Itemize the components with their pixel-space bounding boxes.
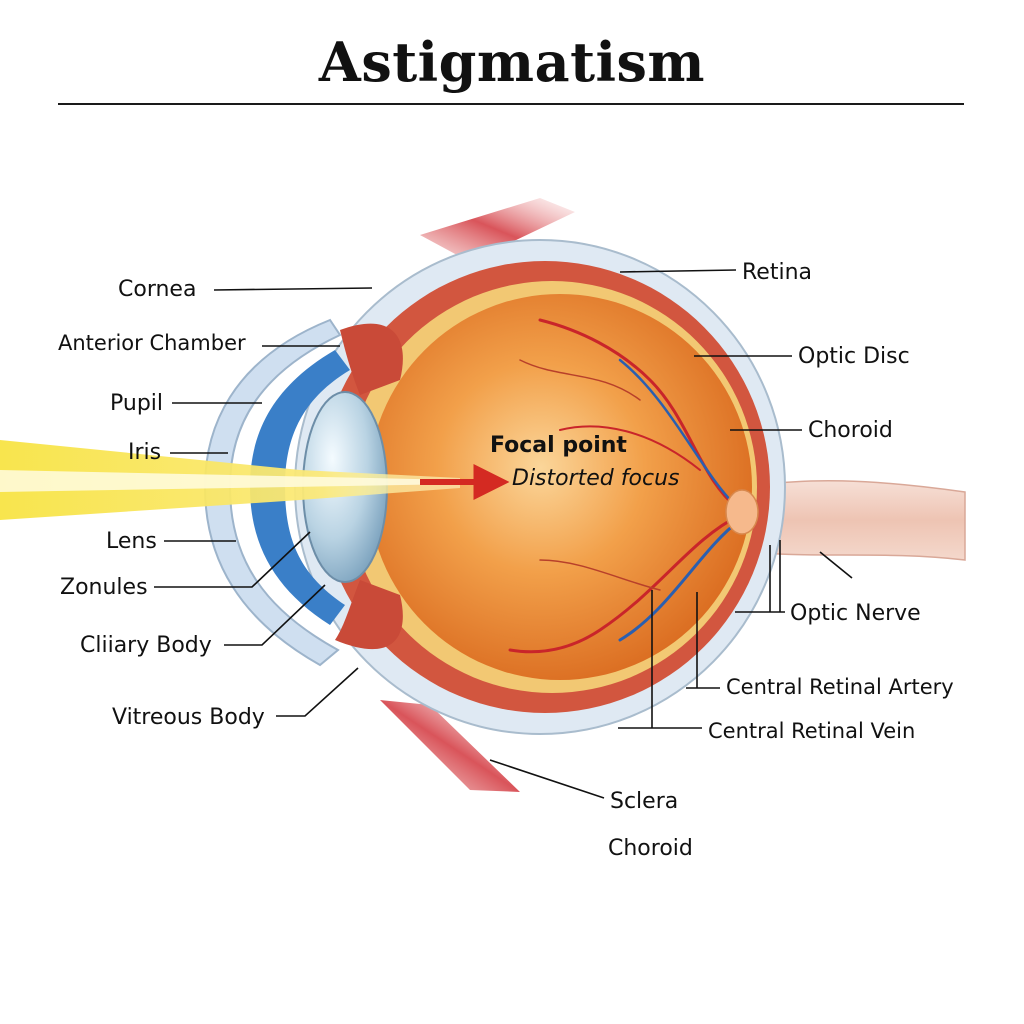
title-underline bbox=[58, 103, 964, 105]
light-beam-core bbox=[0, 470, 460, 492]
label-ciliary-body: Cliiary Body bbox=[80, 633, 212, 658]
diagram-title: Astigmatism bbox=[318, 30, 706, 94]
distorted-focus-label: Distorted focus bbox=[512, 466, 679, 491]
cornea-dome bbox=[203, 318, 342, 667]
inferior-muscle bbox=[380, 700, 520, 792]
label-retina: Retina bbox=[742, 260, 812, 285]
label-iris: Iris bbox=[128, 440, 161, 465]
label-optic-disc: Optic Disc bbox=[798, 344, 910, 369]
ciliary-region bbox=[340, 323, 403, 395]
label-central-retinal-artery: Central Retinal Artery bbox=[726, 675, 954, 699]
ciliary-region-lower bbox=[335, 580, 403, 650]
retinal-vessels bbox=[508, 318, 742, 654]
label-sclera: Sclera bbox=[610, 789, 678, 814]
optic-nerve-shape bbox=[734, 479, 966, 561]
label-choroid-bottom: Choroid bbox=[608, 836, 693, 861]
label-optic-nerve: Optic Nerve bbox=[790, 601, 921, 626]
label-lens: Lens bbox=[106, 529, 157, 554]
focal-point-label: Focal point bbox=[490, 433, 627, 458]
label-zonules: Zonules bbox=[60, 575, 148, 600]
optic-disc-shape bbox=[725, 489, 759, 535]
label-pupil: Pupil bbox=[110, 391, 163, 416]
label-choroid-right: Choroid bbox=[808, 418, 893, 443]
label-central-retinal-vein: Central Retinal Vein bbox=[708, 719, 915, 743]
label-anterior-chamber: Anterior Chamber bbox=[58, 331, 246, 355]
label-vitreous-body: Vitreous Body bbox=[112, 705, 265, 730]
superior-muscle bbox=[420, 198, 575, 262]
label-cornea: Cornea bbox=[118, 277, 196, 302]
iris-shape bbox=[250, 350, 350, 625]
